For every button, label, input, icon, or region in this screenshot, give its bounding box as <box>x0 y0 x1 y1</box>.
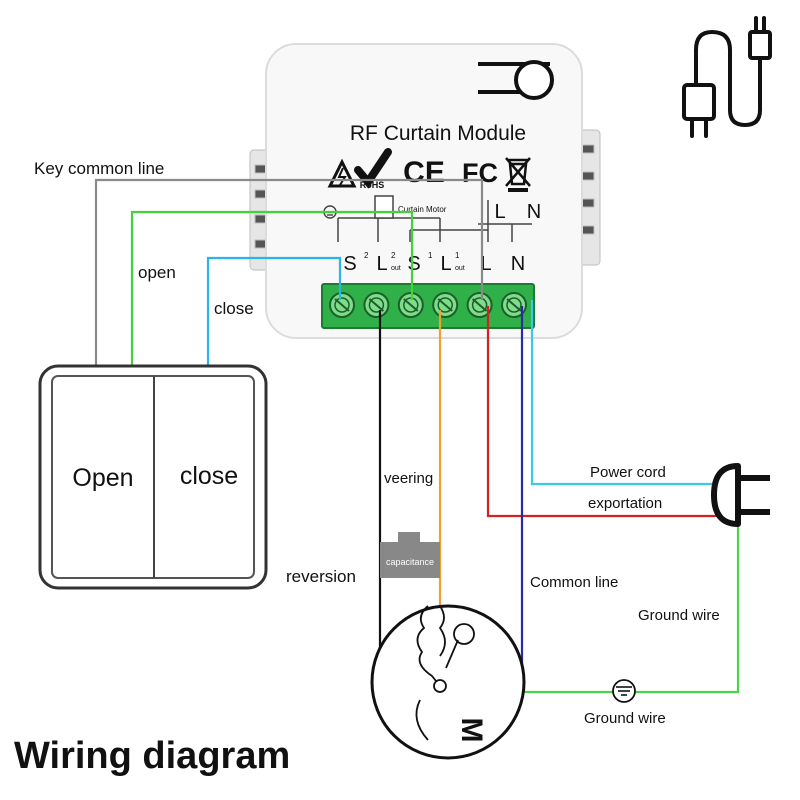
switch-close-label: close <box>180 462 238 490</box>
capacitance-component: capacitance <box>380 532 440 578</box>
veering-label: veering <box>384 470 433 487</box>
svg-text:L: L <box>440 253 451 275</box>
open-wire-label: open <box>138 263 176 282</box>
wire-power-cord <box>530 300 722 486</box>
terminal-label-l1out: L 1 out <box>440 251 464 275</box>
terminal-screw <box>501 292 527 318</box>
usb-cable-icon <box>682 16 772 138</box>
common-line-label: Common line <box>530 574 618 591</box>
svg-text:2: 2 <box>364 251 369 260</box>
recycle-bin-icon <box>505 157 531 192</box>
wire-exportation <box>486 306 730 518</box>
terminal-label-l2out: L 2 out <box>376 251 400 275</box>
top-terminal-l: L <box>494 201 505 223</box>
reversion-label: reversion <box>286 567 356 586</box>
ground-wire-bottom-label: Ground wire <box>584 710 666 727</box>
key-common-line-label: Key common line <box>34 159 164 178</box>
terminal-screw <box>329 292 355 318</box>
top-terminal-n: N <box>527 201 541 223</box>
terminal-screw <box>363 292 390 318</box>
fc-mark: FC <box>462 158 498 188</box>
rf-curtain-module: RF Curtain Module RoHS CE FC <box>249 43 601 339</box>
terminal-screws <box>329 292 527 318</box>
plug-icon <box>711 463 770 527</box>
svg-text:1: 1 <box>428 251 433 260</box>
module-button-icon <box>478 60 554 100</box>
svg-text:L: L <box>480 253 491 275</box>
exportation-label: exportation <box>588 495 662 512</box>
motor-letter: M <box>455 718 488 743</box>
terminal-label-s2: S 2 <box>343 251 369 275</box>
check-mark-icon <box>354 148 392 189</box>
capacitance-label: capacitance <box>386 557 434 567</box>
ground-wire-right-label: Ground wire <box>638 607 720 624</box>
terminal-label-s1: S 1 <box>407 251 433 275</box>
svg-text:N: N <box>511 253 525 275</box>
wire-open <box>130 210 414 368</box>
wire-ground <box>524 518 740 694</box>
svg-text:L: L <box>376 253 387 275</box>
ce-mark: CE <box>403 156 445 189</box>
svg-text:S: S <box>407 253 420 275</box>
ground-symbol-icon <box>612 679 636 703</box>
svg-text:S: S <box>343 253 356 275</box>
wire-close <box>206 256 342 372</box>
power-cord-label: Power cord <box>590 464 666 481</box>
module-title: RF Curtain Module <box>350 122 526 145</box>
module-side-clip-right <box>577 129 601 266</box>
terminal-labels: S 2 L 2 out S 1 L 1 out L N <box>343 251 525 275</box>
curtain-motor-label: Curtain Motor <box>398 205 447 214</box>
svg-text:2: 2 <box>391 251 396 260</box>
terminal-block <box>321 283 535 329</box>
terminal-screw <box>432 292 459 318</box>
rohs-mark: RoHS <box>360 180 385 190</box>
svg-text:1: 1 <box>455 251 460 260</box>
curtain-motor: M <box>370 604 526 760</box>
svg-text:out: out <box>455 265 465 272</box>
wire-key-common-line <box>94 178 484 368</box>
motor-winding <box>415 605 475 741</box>
switch-open-label: Open <box>72 464 133 492</box>
wiring-diagram-title: Wiring diagram <box>14 735 290 777</box>
terminal-screw <box>466 292 493 318</box>
terminal-screw <box>397 292 424 318</box>
module-housing <box>265 43 583 339</box>
wall-switch: Open close <box>38 364 268 590</box>
terminal-label-n: N <box>511 253 525 275</box>
close-wire-label: close <box>214 299 254 318</box>
svg-text:out: out <box>391 265 401 272</box>
terminal-label-l: L <box>480 253 491 275</box>
